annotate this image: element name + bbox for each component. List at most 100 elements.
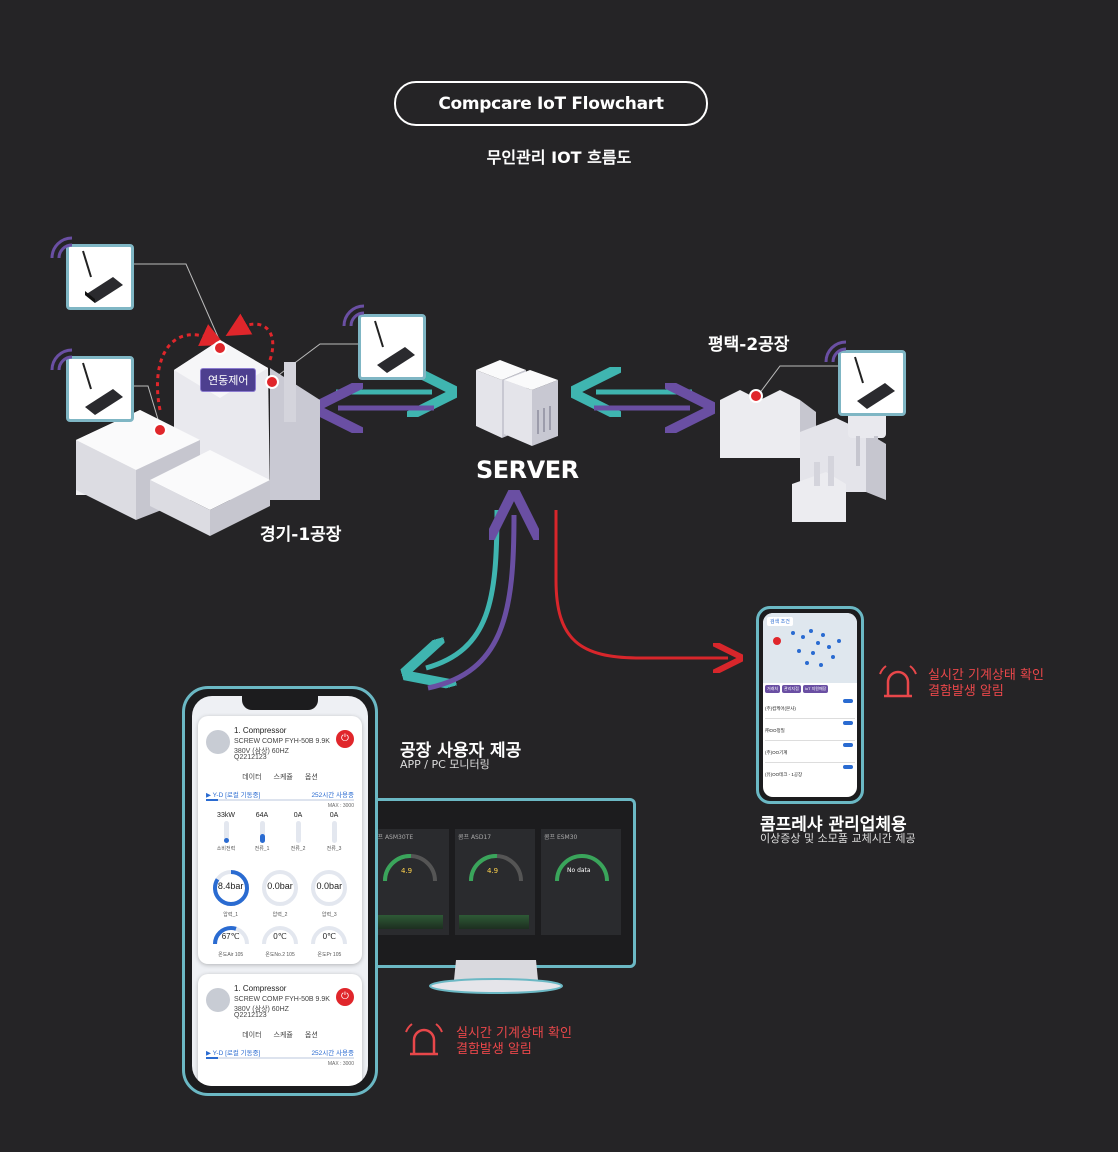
arrow-app-to-server bbox=[427, 515, 514, 691]
list-item-name: (주)OO기계 bbox=[765, 750, 788, 755]
power-button[interactable]: ⏻ bbox=[336, 988, 354, 1006]
gauge-ring bbox=[212, 870, 249, 906]
tab-clients[interactable]: 거래처 bbox=[765, 685, 781, 693]
run-mode: ▶ Y-D [로컬 기동중] bbox=[206, 1050, 261, 1057]
temp-label: 온도Air 105 bbox=[218, 952, 244, 958]
compressor-serial: Q2212123 bbox=[234, 754, 267, 761]
tab-data[interactable]: 데이터 bbox=[242, 774, 262, 781]
gauge-value: 0.0bar bbox=[267, 881, 293, 891]
tab-options[interactable]: 옵션 bbox=[304, 774, 318, 781]
list-item-name: (주)컴케어(본사) bbox=[765, 706, 796, 711]
bar-track bbox=[223, 821, 229, 843]
detail-button[interactable] bbox=[843, 721, 853, 725]
leader-router1 bbox=[130, 263, 223, 347]
pc-monitor: 콤프 ASM30TE 4.9 콤프 ASD17 4.9 콤프 ESM30 No … bbox=[356, 798, 636, 968]
compressor-model: SCREW COMP FYH-50B 9.9K bbox=[234, 738, 330, 745]
usage-hours: 252시간 사용중 bbox=[311, 1050, 354, 1057]
gauge-ring bbox=[311, 870, 348, 906]
title-pill: Compcare IoT Flowchart bbox=[394, 81, 708, 126]
tab-schedule[interactable]: 스케쥴 bbox=[273, 774, 293, 781]
power-button[interactable]: ⏻ bbox=[336, 730, 354, 748]
panel-value: 4.9 bbox=[487, 867, 499, 875]
avatar bbox=[206, 730, 230, 754]
gauge-value: 8.4bar bbox=[217, 881, 244, 891]
bar-value: 0A bbox=[329, 812, 339, 819]
list-item[interactable]: ㈜OO정밀 bbox=[765, 719, 855, 741]
server-label: SERVER bbox=[476, 456, 579, 484]
wifi-signal-icon bbox=[50, 348, 73, 371]
map-view: 검색 조건 bbox=[763, 613, 857, 683]
vendor-list: (주)컴케어(본사) ㈜OO정밀 (주)OO기계 (유)OO테크 - 1공장 bbox=[765, 697, 855, 784]
iot-router-2 bbox=[66, 356, 134, 422]
user-phone: 1. Compressor SCREW COMP FYH-50B 9.9K 38… bbox=[182, 686, 378, 1096]
bar-track bbox=[295, 821, 301, 843]
temp-gauge: 67℃ 온도Air 105 bbox=[211, 922, 251, 960]
map-search-button[interactable]: 검색 조건 bbox=[767, 617, 793, 626]
tab-schedule[interactable]: 스케쥴 bbox=[273, 1032, 293, 1039]
temp-value: 67℃ bbox=[221, 932, 240, 941]
compressor-card[interactable]: 1. Compressor SCREW COMP FYH-50B 9.9K 38… bbox=[198, 974, 362, 1086]
alert-text-bottom: 실시간 기계상태 확인 결함발생 알림 bbox=[456, 1026, 572, 1058]
temp-arc bbox=[261, 926, 298, 945]
monitor-panel: 콤프 ASD17 4.9 bbox=[455, 829, 535, 935]
list-item[interactable]: (주)컴케어(본사) bbox=[765, 697, 855, 719]
iot-router-1 bbox=[66, 244, 134, 310]
bar-fill bbox=[259, 834, 265, 843]
phone-notch bbox=[242, 696, 318, 710]
bar-label: 전류_2 bbox=[290, 846, 306, 852]
monitor-panel: 콤프 ESM30 No data bbox=[541, 829, 621, 935]
list-item[interactable]: (유)OO테크 - 1공장 bbox=[765, 763, 855, 784]
phone-screen: 1. Compressor SCREW COMP FYH-50B 9.9K 38… bbox=[192, 696, 368, 1086]
tab-data[interactable]: 데이터 bbox=[242, 1032, 262, 1039]
detail-button[interactable] bbox=[843, 765, 853, 769]
factory-user-title: 공장 사용자 제공 bbox=[400, 741, 522, 761]
card-tabs: 데이터 스케쥴 옵션 bbox=[198, 1030, 362, 1040]
factory2-label: 평택-2공장 bbox=[708, 335, 790, 355]
siren-icon bbox=[879, 665, 917, 698]
tab-options[interactable]: 옵션 bbox=[304, 1032, 318, 1039]
vendor-tabs: 거래처 관리지점 IoT 지원매장 bbox=[765, 685, 855, 693]
compressor-card[interactable]: 1. Compressor SCREW COMP FYH-50B 9.9K 38… bbox=[198, 716, 362, 964]
detail-button[interactable] bbox=[843, 699, 853, 703]
bar-label: 전류_3 bbox=[326, 846, 342, 852]
factory1-building bbox=[76, 340, 320, 536]
panel-title: 콤프 ASD17 bbox=[458, 834, 492, 841]
alert-line2: 결함발생 알림 bbox=[928, 684, 1004, 699]
bar-meter: 0A 전류_3 bbox=[320, 812, 348, 858]
bar-label: 소비전력 bbox=[216, 846, 236, 852]
siren-icon bbox=[405, 1023, 443, 1056]
factory-user-sub: APP / PC 모니터링 bbox=[400, 758, 490, 771]
bar-track bbox=[259, 821, 265, 843]
tab-branches[interactable]: 관리지점 bbox=[782, 685, 801, 693]
bar-fill bbox=[223, 837, 229, 843]
temp-value: 0℃ bbox=[322, 932, 337, 941]
bar-track bbox=[331, 821, 337, 843]
list-item[interactable]: (주)OO기계 bbox=[765, 741, 855, 763]
gauge-ring bbox=[261, 870, 298, 906]
vendor-sub: 이상증상 및 소모품 교체시간 제공 bbox=[760, 832, 916, 845]
leader-router2 bbox=[130, 385, 161, 427]
temp-gauge: 0℃ 온도Pr 105 bbox=[309, 922, 349, 960]
server-icon bbox=[476, 360, 558, 446]
factory2-building bbox=[720, 389, 886, 522]
page-title: Compcare IoT Flowchart bbox=[438, 93, 664, 114]
temp-value: 0℃ bbox=[273, 932, 287, 941]
run-mode: ▶ Y-D [로컬 기동중] bbox=[206, 792, 261, 799]
tab-iot-stores[interactable]: IoT 지원매장 bbox=[802, 685, 829, 693]
bar-label: 전류_1 bbox=[254, 846, 270, 852]
leader-router4 bbox=[755, 365, 838, 399]
temp-label: 온도Pr 105 bbox=[317, 952, 342, 958]
wifi-signal-icon bbox=[342, 304, 365, 327]
temp-arc bbox=[212, 926, 249, 945]
detail-button[interactable] bbox=[843, 743, 853, 747]
gauge-value: 0.0bar bbox=[316, 881, 343, 891]
router-icon bbox=[82, 250, 123, 303]
